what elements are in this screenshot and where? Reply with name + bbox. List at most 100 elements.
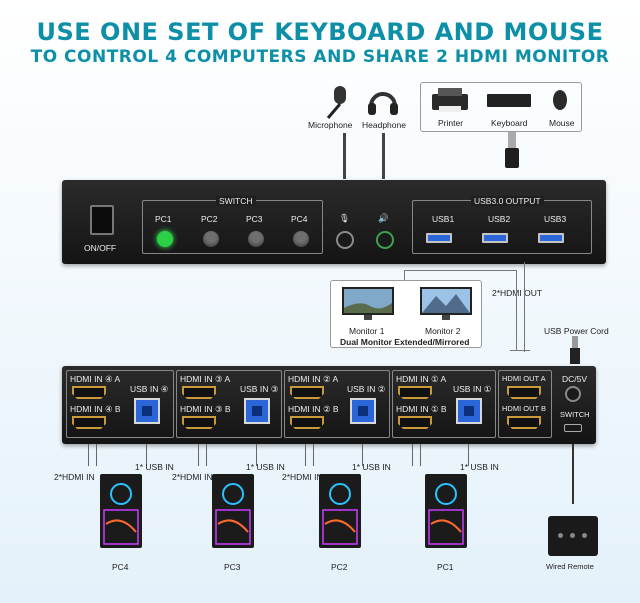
wired-remote[interactable] <box>548 516 598 556</box>
wired-remote-label: Wired Remote <box>546 562 594 571</box>
switch-label: SWITCH <box>216 196 256 206</box>
hdmi-in-2a-port[interactable] <box>290 386 324 399</box>
hdmi-in-1a-label: HDMI IN ① A <box>396 374 447 384</box>
dc-jack[interactable] <box>565 386 581 402</box>
remote-port[interactable] <box>564 424 582 432</box>
usb2-label: USB2 <box>488 214 511 224</box>
usb2-port[interactable] <box>482 233 508 243</box>
speaker-glyph: 🔊 <box>378 213 389 223</box>
usb-plug-icon <box>505 132 519 168</box>
pc1-usb-label: 1* USB IN <box>460 462 499 472</box>
pc1-name: PC1 <box>437 562 454 572</box>
monitor-1-label: Monitor 1 <box>349 326 385 336</box>
hdmi-in-4b-port[interactable] <box>72 416 106 429</box>
switch-group <box>142 200 323 254</box>
pc2-hdmi-label: 2*HDMI IN <box>282 472 323 482</box>
keyboard-label: Keyboard <box>491 118 528 128</box>
usb-in-2-port[interactable] <box>350 398 376 424</box>
monitor-1-icon <box>342 287 394 320</box>
hdmi-in-2b-port[interactable] <box>290 416 324 429</box>
title-line-1: USE ONE SET OF KEYBOARD AND MOUSE <box>36 18 604 46</box>
hdmi-in-1b-port[interactable] <box>398 416 432 429</box>
usb-power-cord-label: USB Power Cord <box>544 326 609 336</box>
pc4-usb-label: 1* USB IN <box>135 462 174 472</box>
pc3-label: PC3 <box>246 214 263 224</box>
pc3-hdmi-label: 2*HDMI IN <box>172 472 213 482</box>
hdmi-out-a-label: HDMI OUT A <box>502 374 546 383</box>
printer-label: Printer <box>438 118 464 128</box>
monitor-mode-label: Dual Monitor Extended/Mirrored <box>340 337 470 347</box>
microphone-label: Microphone <box>308 120 353 130</box>
usb1-port[interactable] <box>426 233 452 243</box>
pc3-button[interactable] <box>248 231 264 247</box>
hdmi-in-4a-label: HDMI IN ④ A <box>70 374 121 384</box>
monitor-2-label: Monitor 2 <box>425 326 461 336</box>
hdmi-out-a-port[interactable] <box>507 386 541 399</box>
pc4-tower-icon <box>86 474 156 554</box>
microphone-icon <box>326 86 346 119</box>
usb-in-3-label: USB IN ③ <box>240 384 279 394</box>
group-pc3 <box>176 370 282 438</box>
headphone-label: Headphone <box>362 120 406 130</box>
mic-glyph: 🎙 <box>339 213 350 223</box>
hdmi-in-4a-port[interactable] <box>72 386 106 399</box>
headphone-icon <box>368 92 398 115</box>
hdmi-in-3b-port[interactable] <box>182 416 216 429</box>
pc4-button[interactable] <box>293 231 309 247</box>
hdmi-in-3b-label: HDMI IN ③ B <box>180 404 231 414</box>
usb1-label: USB1 <box>432 214 455 224</box>
usb3-port[interactable] <box>538 233 564 243</box>
pc4-label: PC4 <box>291 214 308 224</box>
pc2-tower-icon <box>305 474 375 554</box>
usb-in-1-port[interactable] <box>456 398 482 424</box>
hdmi-in-3a-port[interactable] <box>182 386 216 399</box>
usb-output-label: USB3.0 OUTPUT <box>471 196 544 206</box>
pc4-name: PC4 <box>112 562 129 572</box>
pc1-tower-icon <box>411 474 481 554</box>
headphone-jack[interactable] <box>376 231 394 249</box>
pc1-button[interactable] <box>157 231 173 247</box>
usb-in-4-label: USB IN ④ <box>130 384 169 394</box>
hdmi-out-b-label: HDMI OUT B <box>502 404 547 413</box>
hdmi-in-2b-label: HDMI IN ② B <box>288 404 339 414</box>
pc3-usb-label: 1* USB IN <box>246 462 285 472</box>
hdmi-in-2a-label: HDMI IN ② A <box>288 374 339 384</box>
usb-in-4-port[interactable] <box>134 398 160 424</box>
dc-label: DC/5V <box>562 374 588 384</box>
usb-in-2-label: USB IN ② <box>347 384 386 394</box>
usb-in-1-label: USB IN ① <box>453 384 492 394</box>
peripherals-box <box>420 82 582 132</box>
hdmi-out-label: 2*HDMI OUT <box>492 288 543 298</box>
power-switch[interactable] <box>90 205 114 235</box>
pc2-label: PC2 <box>201 214 218 224</box>
group-pc1 <box>392 370 496 438</box>
group-pc2 <box>284 370 390 438</box>
group-pc4 <box>66 370 174 438</box>
pc2-button[interactable] <box>203 231 219 247</box>
title-line-2: TO CONTROL 4 COMPUTERS AND SHARE 2 HDMI … <box>30 47 610 67</box>
mouse-icon <box>553 90 567 110</box>
hdmi-in-3a-label: HDMI IN ③ A <box>180 374 231 384</box>
onoff-label: ON/OFF <box>84 243 117 253</box>
kvm-front-panel <box>62 180 606 264</box>
mic-jack[interactable] <box>336 231 354 249</box>
pc1-label: PC1 <box>155 214 172 224</box>
hdmi-in-1a-port[interactable] <box>398 386 432 399</box>
pc4-hdmi-label: 2*HDMI IN <box>54 472 95 482</box>
usb3-label: USB3 <box>544 214 567 224</box>
pc3-name: PC3 <box>224 562 241 572</box>
keyboard-icon <box>487 94 531 107</box>
usb-in-3-port[interactable] <box>244 398 270 424</box>
group-hdmi-out <box>498 370 552 438</box>
mouse-label: Mouse <box>549 118 575 128</box>
pc2-name: PC2 <box>331 562 348 572</box>
switch-port-label: SWITCH <box>560 410 590 419</box>
power-plug-icon <box>570 336 580 364</box>
monitor-2-icon <box>420 287 472 320</box>
printer-icon <box>432 88 468 112</box>
hdmi-in-4b-label: HDMI IN ④ B <box>70 404 121 414</box>
usb-output-group <box>412 200 592 254</box>
pc3-tower-icon <box>198 474 268 554</box>
hdmi-out-b-port[interactable] <box>507 416 541 429</box>
hdmi-in-1b-label: HDMI IN ① B <box>396 404 447 414</box>
